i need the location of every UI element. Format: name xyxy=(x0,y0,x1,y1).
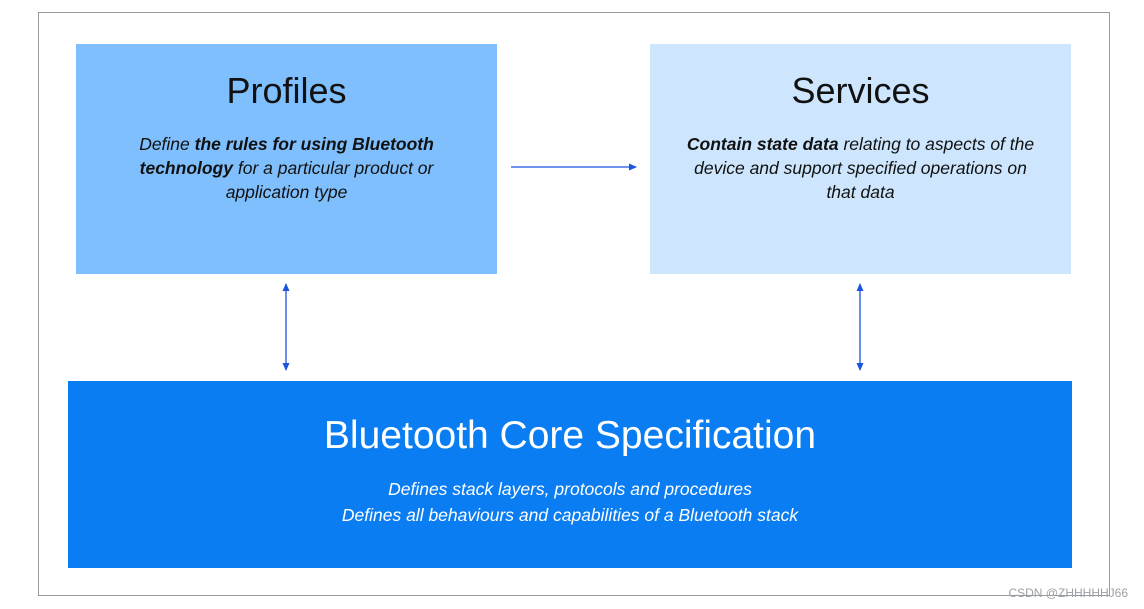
profiles-desc-post: for a particular product or application … xyxy=(225,158,434,202)
core-spec-line-1: Defines stack layers, protocols and proc… xyxy=(388,479,752,499)
services-box: Services Contain state data relating to … xyxy=(650,44,1071,274)
core-spec-box: Bluetooth Core Specification Defines sta… xyxy=(68,381,1072,568)
watermark: CSDN @ZHHHHHJ66 xyxy=(1008,586,1128,600)
core-spec-description: Defines stack layers, protocols and proc… xyxy=(68,476,1072,528)
services-description: Contain state data relating to aspects o… xyxy=(680,132,1041,204)
profiles-desc-bold: the rules for using Bluetooth technology xyxy=(139,134,434,178)
profiles-box: Profiles Define the rules for using Blue… xyxy=(76,44,497,274)
services-desc-post: relating to aspects of the device and su… xyxy=(694,134,1035,202)
services-title: Services xyxy=(791,70,930,111)
profiles-title: Profiles xyxy=(226,70,347,111)
services-desc-bold: Contain state data xyxy=(686,134,839,154)
profiles-description: Define the rules for using Bluetooth tec… xyxy=(106,132,467,204)
core-spec-title: Bluetooth Core Specification xyxy=(323,414,817,457)
core-spec-line-2: Defines all behaviours and capabilities … xyxy=(341,505,799,525)
profiles-desc-pre: Define xyxy=(139,134,195,154)
